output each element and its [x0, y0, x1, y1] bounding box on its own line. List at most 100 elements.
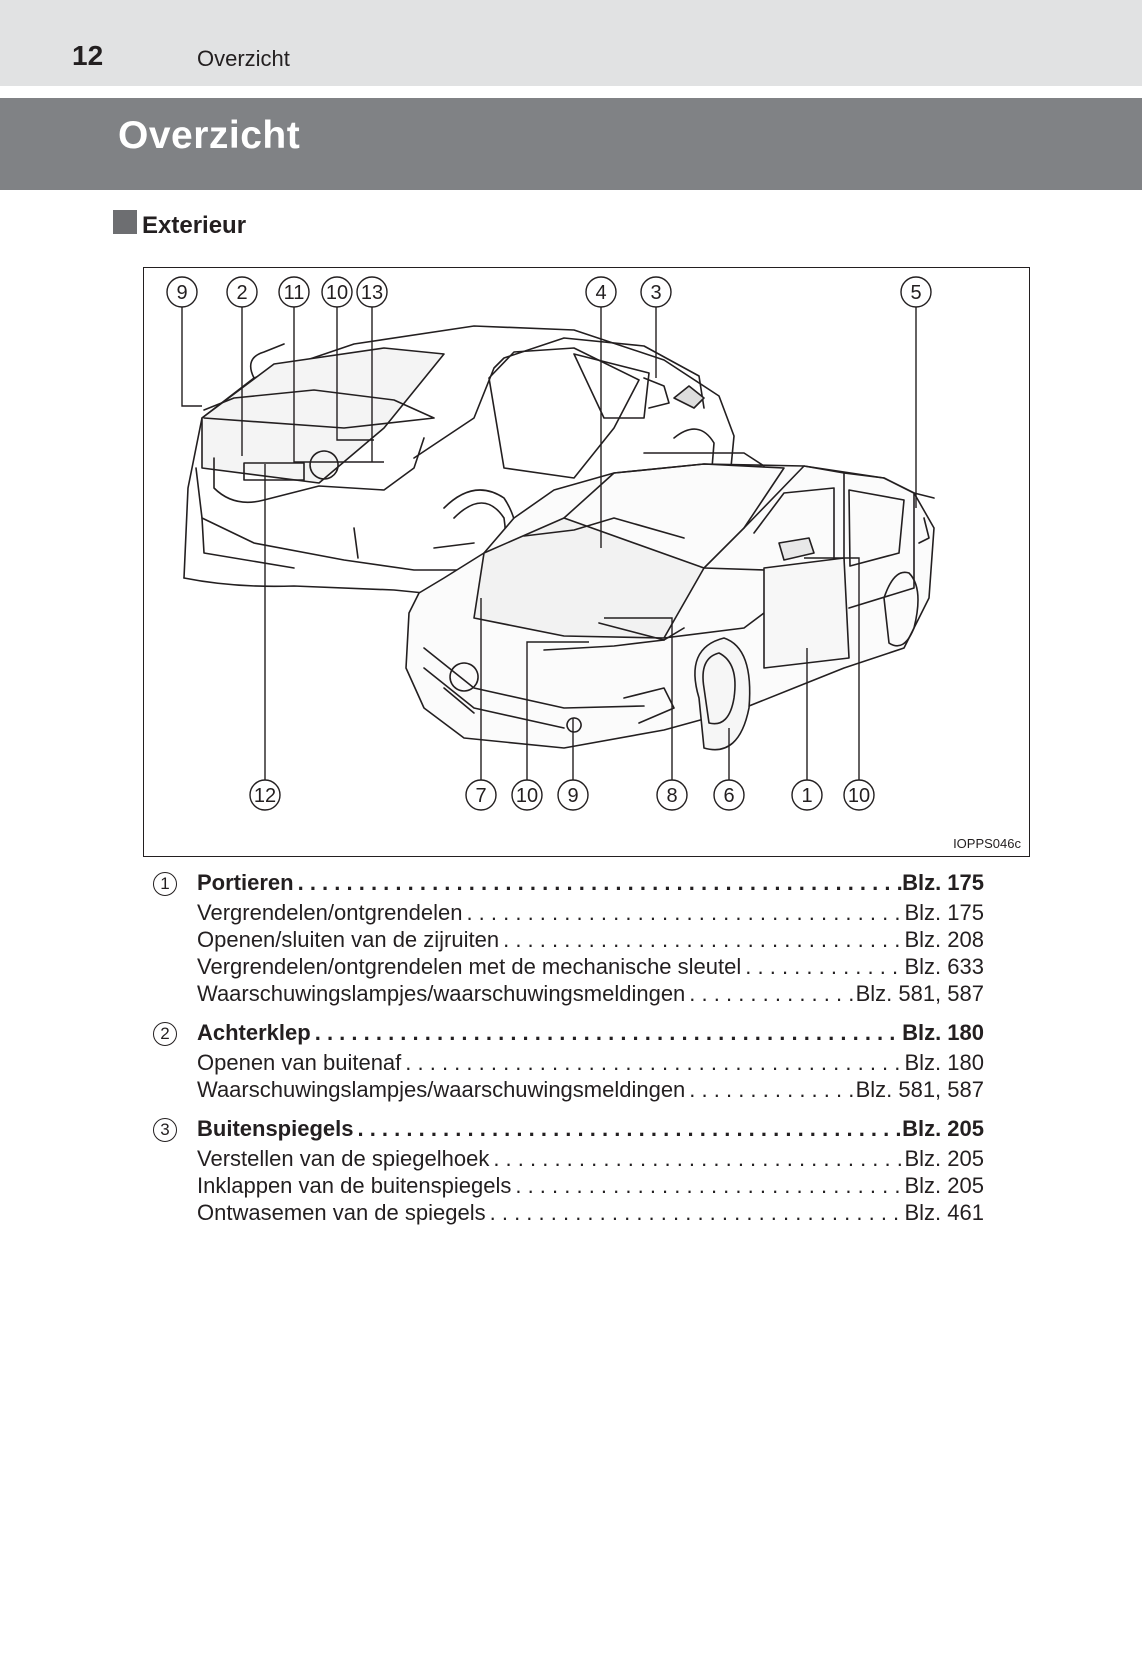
dot-leader	[685, 981, 855, 1007]
title-bar	[0, 98, 1142, 190]
entry-text: Waarschuwingslampjes/waarschuwingsmeldin…	[197, 1077, 686, 1102]
callout-circle	[640, 276, 672, 308]
callout-callouts_top-2: 11	[278, 276, 310, 308]
entry-text: Waarschuwingslampjes/waarschuwingsmeldin…	[197, 981, 686, 1006]
page-reference: Blz. 205	[904, 1173, 985, 1198]
callout-number: 10	[326, 282, 348, 304]
callout-layer: 9 2 11 10 13 4 3 5 12 7 10 9 8 6 1 10	[166, 276, 932, 811]
page-reference: Blz. 461	[904, 1200, 985, 1225]
entry-sub-line[interactable]: Vergrendelen/ontgrendelen met de mechani…	[197, 954, 984, 982]
figure-code: IOPPS046c	[953, 836, 1021, 851]
entry-text: Portieren	[197, 870, 294, 895]
callout-callouts_bottom-2: 10	[511, 779, 543, 811]
callout-circle	[226, 276, 258, 308]
callout-callouts_bottom-1: 7	[465, 779, 497, 811]
section-marker	[113, 210, 137, 234]
dot-leader	[462, 900, 904, 926]
callout-callouts_bottom-4: 8	[656, 779, 688, 811]
car-drawing	[181, 306, 935, 786]
entry-sub-line[interactable]: Waarschuwingslampjes/waarschuwingsmeldin…	[197, 1077, 984, 1105]
callout-number: 1	[801, 785, 812, 807]
dot-leader	[294, 870, 902, 896]
entry-sub-line[interactable]: Verstellen van de spiegelhoek Blz. 205	[197, 1146, 984, 1174]
entry-sub-line[interactable]: Waarschuwingslampjes/waarschuwingsmeldin…	[197, 981, 984, 1009]
callout-callouts_top-0: 9	[166, 276, 198, 308]
callout-circle	[249, 779, 281, 811]
entry-text: Vergrendelen/ontgrendelen	[197, 900, 463, 925]
callout-callouts_top-1: 2	[226, 276, 258, 308]
page-reference: Blz. 175	[902, 870, 984, 895]
callout-circle	[278, 276, 310, 308]
entry-sub-line[interactable]: Ontwasemen van de spiegels Blz. 461	[197, 1200, 984, 1228]
callout-number: 12	[254, 785, 276, 807]
page-reference: Blz. 581, 587	[855, 1077, 984, 1102]
dot-leader	[486, 1200, 905, 1226]
entry-text: Openen van buitenaf	[197, 1050, 402, 1075]
callout-number: 6	[723, 785, 734, 807]
entry-text: Buitenspiegels	[197, 1116, 354, 1141]
callout-callouts_top-7: 5	[900, 276, 932, 308]
page-reference: Blz. 633	[904, 954, 985, 979]
callout-number: 3	[650, 282, 661, 304]
entry-number: 1	[153, 872, 177, 896]
dot-leader	[311, 1020, 902, 1046]
callout-number: 13	[361, 282, 383, 304]
running-title: Overzicht	[197, 46, 290, 71]
callout-circle	[585, 276, 617, 308]
callout-callouts_bottom-7: 10	[843, 779, 875, 811]
callout-callouts_top-3: 10	[321, 276, 353, 308]
entry-text: Ontwasemen van de spiegels	[197, 1200, 486, 1225]
page-reference: Blz. 205	[902, 1116, 984, 1141]
callout-circle	[713, 779, 745, 811]
entry-text: Verstellen van de spiegelhoek	[197, 1146, 490, 1171]
entry-sub-line[interactable]: Inklappen van de buitenspiegels Blz. 205	[197, 1173, 984, 1201]
header-bar	[0, 0, 1142, 86]
callout-number: 4	[595, 282, 606, 304]
callout-callouts_top-5: 4	[585, 276, 617, 308]
entry-text: Inklappen van de buitenspiegels	[197, 1173, 512, 1198]
entry-text: Achterklep	[197, 1020, 311, 1045]
callout-number: 10	[516, 785, 538, 807]
dot-leader	[685, 1077, 855, 1103]
entry-number: 2	[153, 1022, 177, 1046]
callout-circle	[843, 779, 875, 811]
entry-text: Vergrendelen/ontgrendelen met de mechani…	[197, 954, 742, 979]
page-reference: Blz. 205	[904, 1146, 985, 1171]
entry-number: 3	[153, 1118, 177, 1142]
page-title: Overzicht	[118, 114, 301, 157]
callout-callouts_top-6: 3	[640, 276, 672, 308]
callout-circle	[900, 276, 932, 308]
callout-callouts_bottom-6: 1	[791, 779, 823, 811]
callout-circle	[511, 779, 543, 811]
page-reference: Blz. 180	[902, 1020, 984, 1045]
entry-sub-line[interactable]: Vergrendelen/ontgrendelenBlz. 175	[197, 900, 984, 928]
callout-callouts_bottom-5: 6	[713, 779, 745, 811]
callout-circle	[321, 276, 353, 308]
entry-main-line[interactable]: Achterklep Blz. 180	[197, 1020, 984, 1048]
callout-callouts_bottom-3: 9	[557, 779, 589, 811]
entry-main-line[interactable]: Portieren Blz. 175	[197, 870, 984, 898]
dot-leader	[353, 1116, 902, 1142]
dot-leader	[741, 954, 904, 980]
leader-lines	[181, 306, 917, 786]
page-reference: Blz. 581, 587	[855, 981, 984, 1006]
callout-circle	[166, 276, 198, 308]
callout-circle	[356, 276, 388, 308]
callout-number: 9	[176, 282, 187, 304]
entry-sub-line[interactable]: Openen/sluiten van de zijruitenBlz. 208	[197, 927, 984, 955]
callout-circle	[465, 779, 497, 811]
entry-main-line[interactable]: Buitenspiegels Blz. 205	[197, 1116, 984, 1144]
callout-number: 10	[848, 785, 870, 807]
entry-sub-line[interactable]: Openen van buitenaf Blz. 180	[197, 1050, 984, 1078]
exterior-illustration: 9 2 11 10 13 4 3 5 12 7 10 9 8 6 1 10 IOPPS046c	[143, 267, 1030, 857]
page-reference: Blz. 180	[904, 1050, 985, 1075]
callout-callouts_bottom-0: 12	[249, 779, 281, 811]
callout-number: 5	[910, 282, 921, 304]
callout-number: 7	[475, 785, 486, 807]
front-car	[405, 452, 935, 751]
rear-car	[183, 325, 735, 599]
dot-leader	[511, 1173, 904, 1199]
entry-text: Openen/sluiten van de zijruiten	[197, 927, 500, 952]
page-number: 12	[72, 40, 104, 71]
callout-number: 8	[666, 785, 677, 807]
